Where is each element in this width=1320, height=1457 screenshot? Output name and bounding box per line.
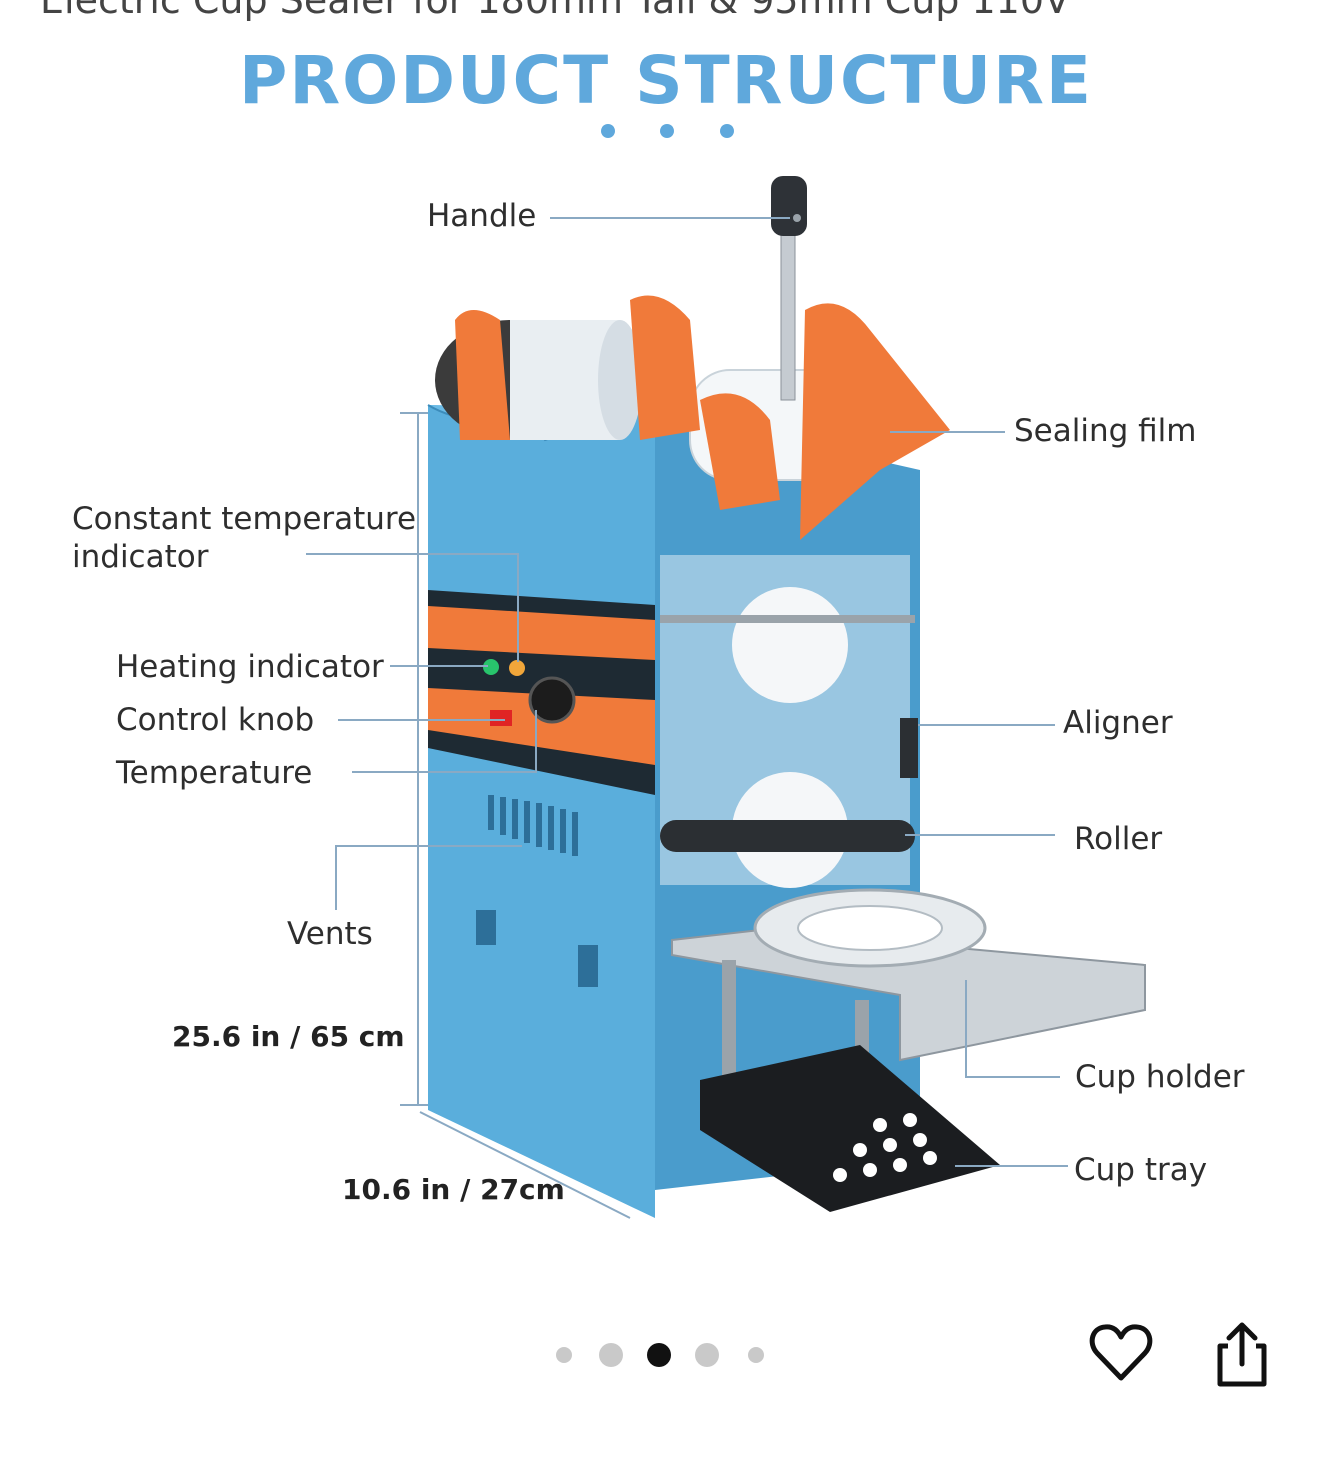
label-sealing-film: Sealing film <box>1014 413 1197 449</box>
carousel-dot[interactable] <box>556 1347 572 1363</box>
label-constant-temperature: Constant temperature <box>72 501 416 537</box>
image-heading: PRODUCT STRUCTURE <box>239 42 1093 119</box>
page-title: Electric Cup Sealer for 180mm Tall & 95m… <box>40 0 1071 22</box>
dimension-width: 10.6 in / 27cm <box>342 1173 565 1206</box>
favorite-button[interactable] <box>1088 1320 1154 1386</box>
carousel-dot[interactable] <box>695 1343 719 1367</box>
share-button[interactable] <box>1208 1320 1274 1390</box>
heading-dot <box>660 124 674 138</box>
dimension-height: 25.6 in / 65 cm <box>172 1020 405 1053</box>
label-cup-holder: Cup holder <box>1075 1059 1245 1095</box>
carousel-dot[interactable] <box>599 1343 623 1367</box>
label-heating-indicator: Heating indicator <box>116 649 384 685</box>
share-icon <box>1217 1322 1267 1387</box>
heading-dot <box>720 124 734 138</box>
label-roller: Roller <box>1074 821 1162 857</box>
label-aligner: Aligner <box>1063 705 1173 741</box>
width-dimension-line <box>419 1111 631 1219</box>
carousel-dot-active[interactable] <box>647 1343 671 1367</box>
label-vents: Vents <box>287 916 373 952</box>
label-handle: Handle <box>427 198 536 234</box>
label-constant-temperature-indicator: indicator <box>72 539 209 575</box>
heading-dot <box>601 124 615 138</box>
label-temperature: Temperature <box>115 755 312 791</box>
label-control-knob: Control knob <box>116 702 314 738</box>
product-structure-image: PRODUCT STRUCTURE <box>72 42 1245 1219</box>
carousel-dots <box>540 1340 780 1370</box>
carousel-dot[interactable] <box>748 1347 764 1363</box>
label-cup-tray: Cup tray <box>1074 1152 1207 1188</box>
cup-sealer-machine <box>427 176 1146 1218</box>
heart-icon <box>1089 1324 1153 1381</box>
